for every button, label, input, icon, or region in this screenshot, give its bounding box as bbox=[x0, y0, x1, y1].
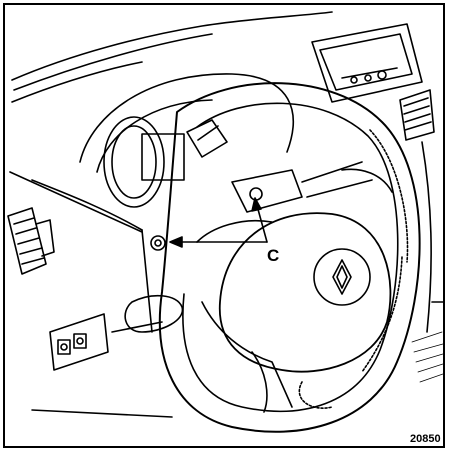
callout-arrows bbox=[169, 197, 268, 248]
steering-wheel bbox=[158, 82, 421, 433]
floor-hatch bbox=[411, 331, 443, 383]
fixing-point-left bbox=[150, 235, 166, 251]
steering-wheel-drawing bbox=[7, 11, 443, 433]
left-air-vent bbox=[7, 207, 55, 275]
callout-label-c: C bbox=[267, 246, 280, 265]
switch-panel bbox=[49, 294, 184, 371]
figure-number: 20850 bbox=[410, 433, 441, 445]
instrument-cluster bbox=[79, 73, 294, 208]
dashboard-outline bbox=[9, 11, 333, 418]
diagram-frame: C 20850 bbox=[3, 3, 445, 448]
center-console bbox=[311, 23, 443, 333]
